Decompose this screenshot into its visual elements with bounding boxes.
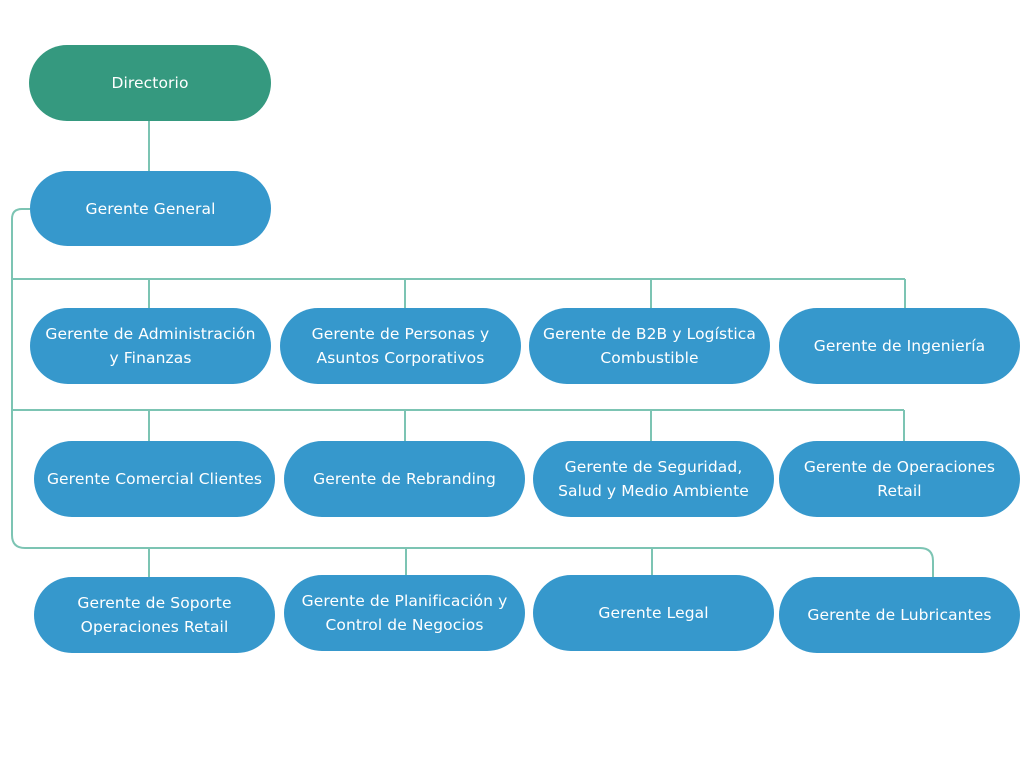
node-legal: Gerente Legal xyxy=(533,575,774,651)
node-gerente-general: Gerente General xyxy=(30,171,271,246)
node-ingenieria: Gerente de Ingeniería xyxy=(779,308,1020,384)
node-directorio: Directorio xyxy=(29,45,271,121)
node-lubricantes: Gerente de Lubricantes xyxy=(779,577,1020,653)
node-operaciones-retail: Gerente de Operaciones Retail xyxy=(779,441,1020,517)
node-comercial-clientes: Gerente Comercial Clientes xyxy=(34,441,275,517)
node-administracion-finanzas: Gerente de Administración y Finanzas xyxy=(30,308,271,384)
node-b2b-logistica: Gerente de B2B y Logística Combustible xyxy=(529,308,770,384)
connector-trunk xyxy=(11,208,934,578)
node-rebranding: Gerente de Rebranding xyxy=(284,441,525,517)
node-planificacion-control-negocios: Gerente de Planificación y Control de Ne… xyxy=(284,575,525,651)
node-soporte-operaciones-retail: Gerente de Soporte Operaciones Retail xyxy=(34,577,275,653)
node-seguridad-salud-medio-ambiente: Gerente de Seguridad, Salud y Medio Ambi… xyxy=(533,441,774,517)
node-personas-asuntos-corporativos: Gerente de Personas y Asuntos Corporativ… xyxy=(280,308,521,384)
